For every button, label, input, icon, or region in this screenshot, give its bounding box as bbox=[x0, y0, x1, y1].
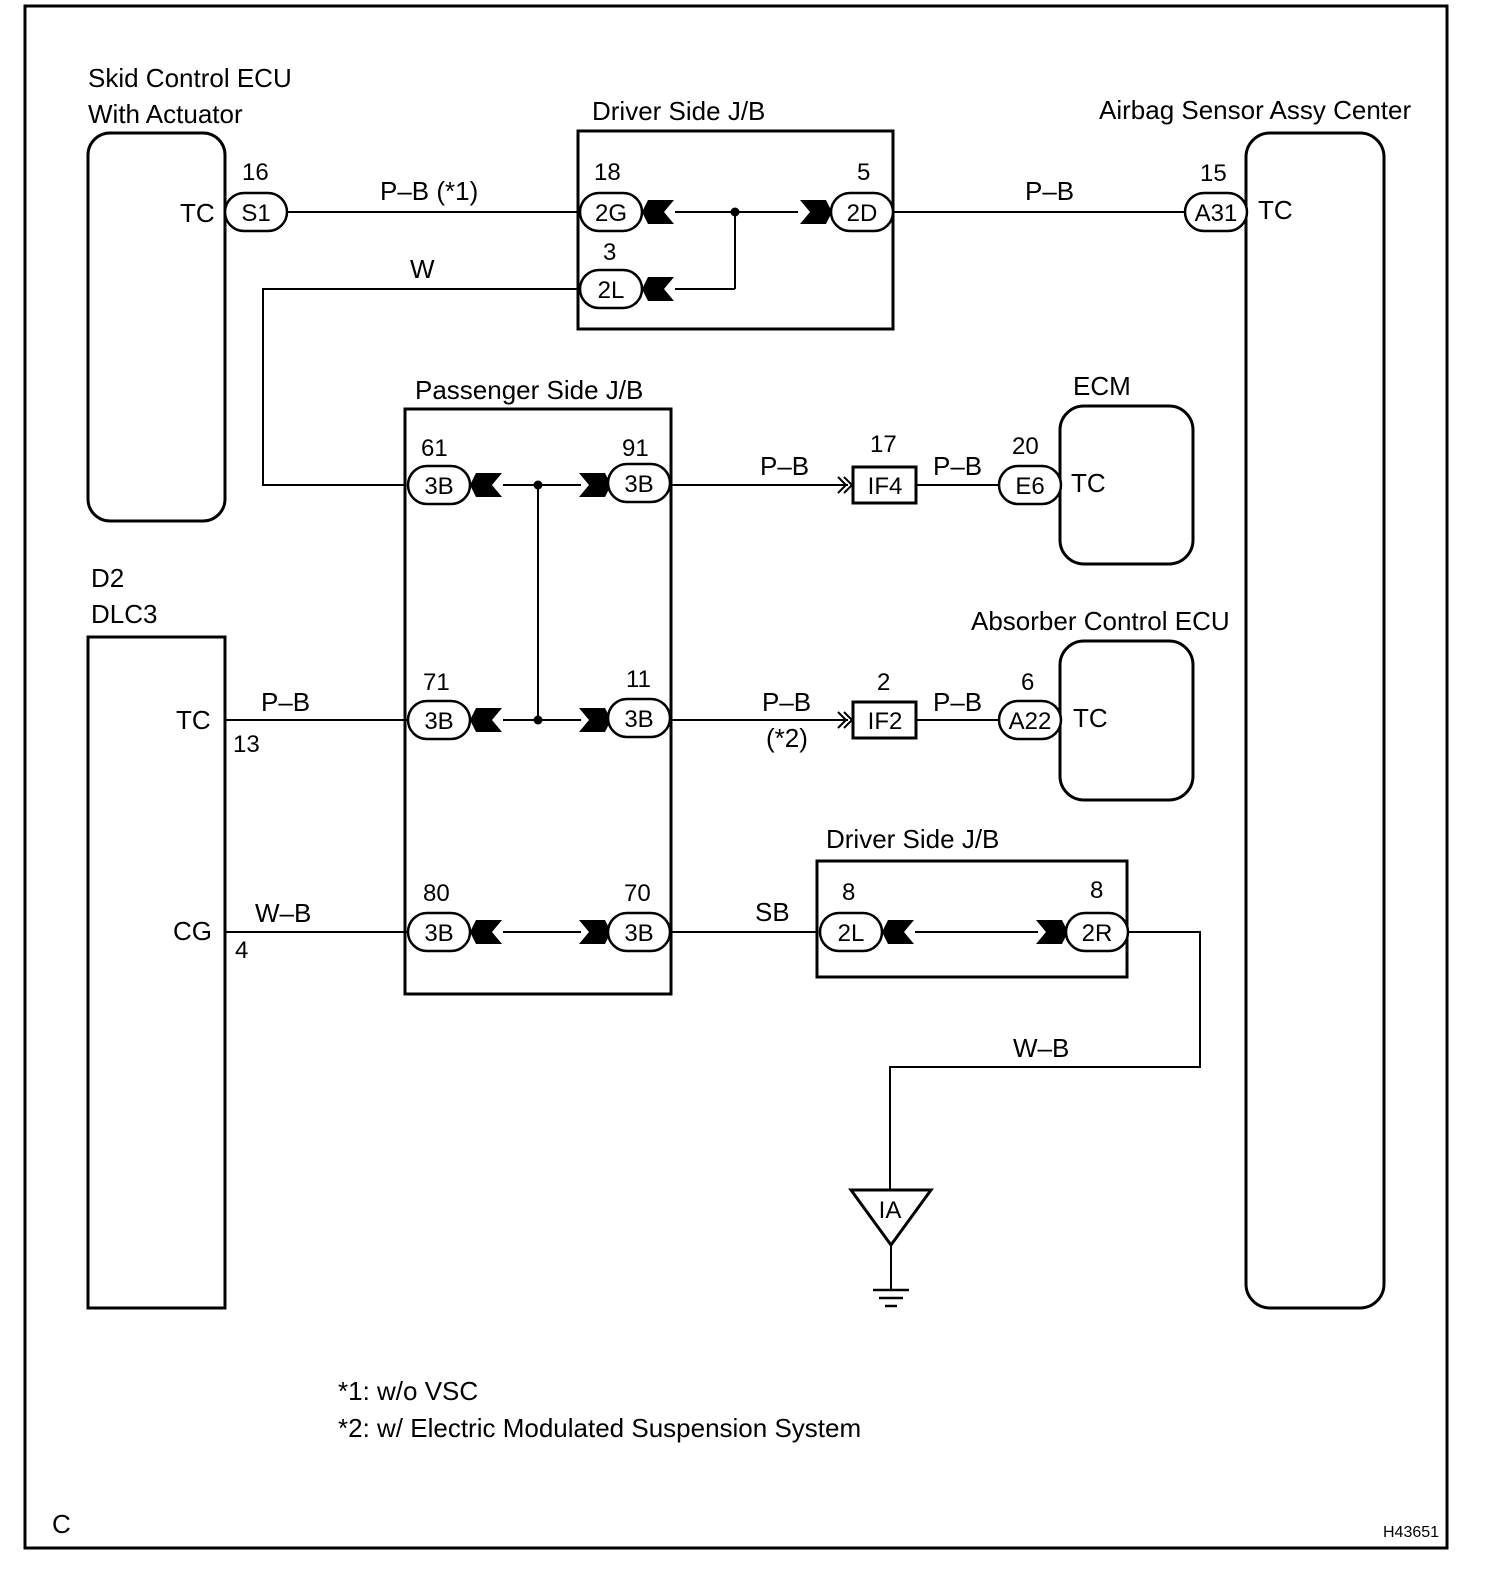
wire-dlc-cg: W–B bbox=[255, 898, 311, 928]
dlc3-title-2: DLC3 bbox=[91, 599, 157, 629]
ecm-title: ECM bbox=[1073, 371, 1131, 401]
airbag-title: Airbag Sensor Assy Center bbox=[1099, 95, 1411, 125]
driver-jb-bottom-title: Driver Side J/B bbox=[826, 824, 999, 854]
wire-skid-to-jb: P–B (*1) bbox=[380, 176, 478, 206]
ground-ia-code: IA bbox=[879, 1197, 902, 1224]
passenger-pin-11: 11 bbox=[626, 666, 651, 693]
passenger-3b-70: 3B bbox=[624, 920, 653, 947]
skid-ecu-pin: 16 bbox=[242, 159, 269, 186]
absorber-pin: 6 bbox=[1021, 669, 1034, 696]
wire-if2-to-absorber: P–B bbox=[933, 687, 982, 717]
diagram-frame bbox=[23, 4, 1449, 1550]
passenger-3b-91: 3B bbox=[624, 471, 653, 498]
wire-jb-to-airbag: P–B bbox=[1025, 176, 1074, 206]
if2-code: IF2 bbox=[868, 708, 903, 735]
dlc3: D2 DLC3 TC 13 CG 4 bbox=[86, 563, 260, 1310]
figure-id: H43651 bbox=[1383, 1524, 1439, 1541]
passenger-pin-91: 91 bbox=[622, 435, 649, 462]
driver-jb-bottom-2r-pin: 8 bbox=[1090, 877, 1103, 904]
absorber-control-ecu: Absorber Control ECU 6 A22 TC bbox=[971, 606, 1230, 802]
wire-dlc-tc: P–B bbox=[261, 687, 310, 717]
driver-jb-2d-pin: 5 bbox=[857, 159, 870, 186]
ecm-terminal: TC bbox=[1071, 468, 1106, 498]
passenger-side-jb: Passenger Side J/B 61 3B 91 3B 71 3B 11 … bbox=[403, 375, 673, 996]
passenger-pin-70: 70 bbox=[624, 880, 651, 907]
dlc3-title-1: D2 bbox=[91, 563, 124, 593]
passenger-3b-71: 3B bbox=[424, 708, 453, 735]
ecm: ECM 20 E6 TC bbox=[997, 371, 1195, 566]
dlc3-cg-pin: 4 bbox=[235, 937, 248, 964]
driver-jb-2g-pin: 18 bbox=[594, 159, 621, 186]
skid-ecu-terminal: TC bbox=[180, 198, 215, 228]
passenger-pin-71: 71 bbox=[423, 669, 450, 696]
wire-pass-to-driver-jb: SB bbox=[755, 897, 790, 927]
driver-jb-bottom-2r-code: 2R bbox=[1082, 920, 1113, 947]
driver-jb-2d-code: 2D bbox=[847, 200, 878, 227]
wire-pass-to-if2: P–B bbox=[762, 687, 811, 717]
note-2: *2: w/ Electric Modulated Suspension Sys… bbox=[338, 1413, 861, 1443]
passenger-3b-61: 3B bbox=[424, 473, 453, 500]
dlc3-tc-terminal: TC bbox=[176, 705, 211, 735]
ecm-pin: 20 bbox=[1012, 433, 1039, 460]
driver-jb-bottom-2l-code: 2L bbox=[838, 920, 865, 947]
passenger-pin-80: 80 bbox=[423, 880, 450, 907]
corner-letter: C bbox=[52, 1509, 71, 1539]
wire-pass-to-if2-note: (*2) bbox=[766, 723, 808, 753]
driver-jb-bottom-2l-pin: 8 bbox=[842, 879, 855, 906]
ground-ia: IA bbox=[848, 1188, 934, 1308]
driver-jb-2g-code: 2G bbox=[595, 200, 627, 227]
driver-jb-top-title: Driver Side J/B bbox=[592, 96, 765, 126]
wire-pass-to-if4: P–B bbox=[760, 451, 809, 481]
airbag-pin: 15 bbox=[1200, 160, 1227, 187]
dlc3-cg-terminal: CG bbox=[173, 916, 212, 946]
airbag-connector: A31 bbox=[1195, 200, 1238, 227]
note-1: *1: w/o VSC bbox=[338, 1376, 478, 1406]
if2-pin: 2 bbox=[877, 669, 890, 696]
absorber-terminal: TC bbox=[1073, 703, 1108, 733]
airbag-sensor-assy: Airbag Sensor Assy Center 15 A31 TC bbox=[1099, 95, 1411, 1310]
junction-if4: 17 IF4 bbox=[851, 431, 918, 505]
skid-ecu-title-2: With Actuator bbox=[88, 99, 243, 129]
airbag-terminal: TC bbox=[1258, 195, 1293, 225]
passenger-jb-title: Passenger Side J/B bbox=[415, 375, 643, 405]
wire-to-ground: W–B bbox=[1013, 1033, 1069, 1063]
dlc3-tc-pin: 13 bbox=[233, 731, 260, 758]
if4-code: IF4 bbox=[868, 473, 903, 500]
wire-if4-to-ecm: P–B bbox=[933, 451, 982, 481]
if4-pin: 17 bbox=[870, 431, 897, 458]
passenger-3b-11: 3B bbox=[624, 706, 653, 733]
driver-side-jb-top: Driver Side J/B 18 2G 3 2L 5 2D bbox=[576, 96, 895, 331]
skid-ecu-title-1: Skid Control ECU bbox=[88, 63, 292, 93]
driver-jb-2l-code: 2L bbox=[598, 277, 625, 304]
passenger-3b-80: 3B bbox=[424, 920, 453, 947]
passenger-pin-61: 61 bbox=[421, 435, 448, 462]
skid-ecu-connector: S1 bbox=[241, 200, 270, 227]
absorber-title: Absorber Control ECU bbox=[971, 606, 1230, 636]
skid-control-ecu: Skid Control ECU With Actuator TC 16 S1 bbox=[86, 63, 292, 523]
absorber-connector: A22 bbox=[1009, 708, 1052, 735]
junction-if2: 2 IF2 bbox=[851, 669, 918, 740]
driver-side-jb-bottom: Driver Side J/B 8 2L 8 2R bbox=[815, 824, 1130, 979]
driver-jb-2l-pin: 3 bbox=[603, 239, 616, 266]
wire-jb-to-passenger: W bbox=[410, 254, 435, 284]
ecm-connector: E6 bbox=[1015, 473, 1044, 500]
